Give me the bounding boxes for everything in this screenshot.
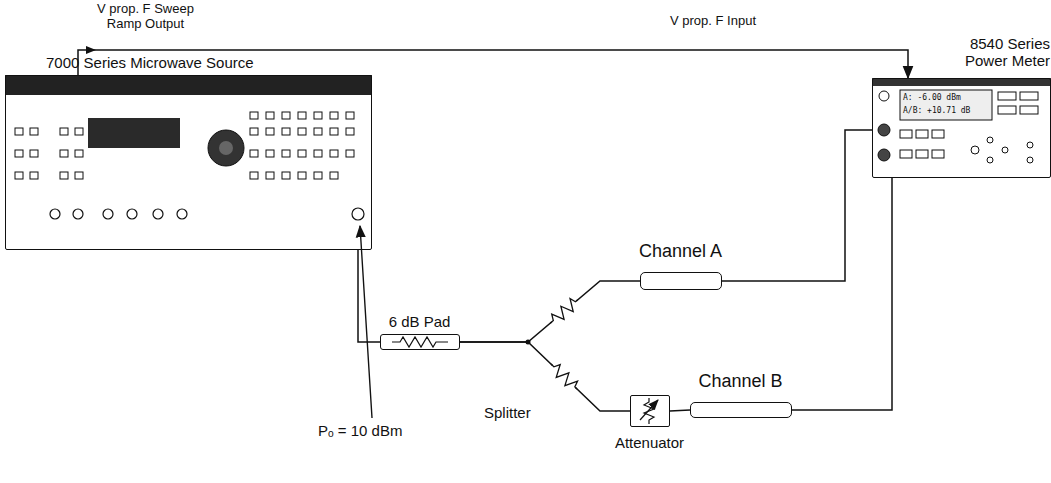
panel-button: [266, 112, 274, 119]
source-panel: [5, 75, 372, 220]
panel-button: [282, 128, 290, 135]
panel-button: [250, 172, 258, 179]
part-label: Pₒ = 10 dBm: [318, 422, 402, 439]
panel-button: [282, 112, 290, 119]
source-box: 7000 Series Microwave Source: [5, 75, 372, 250]
rf-cable: [460, 281, 640, 342]
panel-button: [330, 112, 338, 119]
panel-button: [266, 128, 274, 135]
panel-button: [314, 128, 322, 135]
panel-button: [60, 128, 68, 135]
display-readout: A: -6.00 dBm: [903, 93, 961, 102]
panel-button: [75, 128, 83, 135]
panel-button: [282, 172, 290, 179]
rf-cable: [460, 342, 630, 411]
panel-button: [250, 150, 258, 157]
attenuator-symbol: [640, 398, 658, 424]
rf-cable: [722, 130, 872, 281]
panel-button: [298, 112, 306, 119]
panel-button: [250, 112, 258, 119]
node-heading: 7000 Series Microwave Source: [46, 54, 254, 71]
node-heading: 8540 Series Power Meter: [935, 35, 1050, 70]
panel-button: [30, 172, 38, 179]
node-heading: Channel B: [698, 371, 782, 392]
panel-button: [282, 150, 290, 157]
panel-button: [314, 112, 322, 119]
panel-button: [298, 172, 306, 179]
panel-button: [15, 150, 23, 157]
signal-label: V prop. F Input: [668, 14, 758, 29]
rf-cable: [792, 178, 892, 410]
node-heading: Channel A: [639, 241, 722, 262]
node-heading: Attenuator: [615, 434, 684, 451]
node-heading: 6 dB Pad: [389, 313, 451, 330]
pad-resistor-symbol: [392, 337, 448, 347]
panel-button: [75, 150, 83, 157]
panel-button: [346, 112, 354, 119]
panel-button: [30, 150, 38, 157]
splitter-resistor: [546, 295, 583, 329]
sensor-box: Channel A: [640, 272, 722, 290]
panel-button: [330, 172, 338, 179]
panel-button: [60, 172, 68, 179]
panel-button: [330, 128, 338, 135]
splitter-resistor: [546, 359, 582, 394]
panel-button: [60, 150, 68, 157]
panel-button: [314, 172, 322, 179]
panel-button: [314, 150, 322, 157]
panel-button: [298, 150, 306, 157]
panel-button: [75, 172, 83, 179]
part-label: Splitter: [484, 404, 531, 421]
rf-cable: [670, 410, 690, 411]
pad-box: 6 dB Pad: [380, 334, 460, 350]
panel-button: [330, 150, 338, 157]
panel-button: [30, 128, 38, 135]
panel-button: [15, 172, 23, 179]
panel-button: [15, 128, 23, 135]
sensor-box: Channel B: [690, 402, 792, 418]
attenuator-box: Attenuator: [630, 395, 670, 427]
meter-panel: [872, 78, 1051, 163]
panel-button: [250, 128, 258, 135]
display-readout: A/B: +10.71 dB: [903, 106, 970, 115]
signal-label: V prop. F Sweep Ramp Output: [88, 2, 203, 32]
leader-line: [360, 226, 372, 418]
panel-button: [266, 150, 274, 157]
meter-box: 8540 Series Power Meter: [872, 78, 1051, 178]
panel-button: [346, 128, 354, 135]
panel-button: [266, 172, 274, 179]
panel-button: [298, 128, 306, 135]
rf-cable: [358, 250, 380, 342]
splitter-junction: [526, 340, 531, 345]
panel-button: [346, 150, 354, 157]
